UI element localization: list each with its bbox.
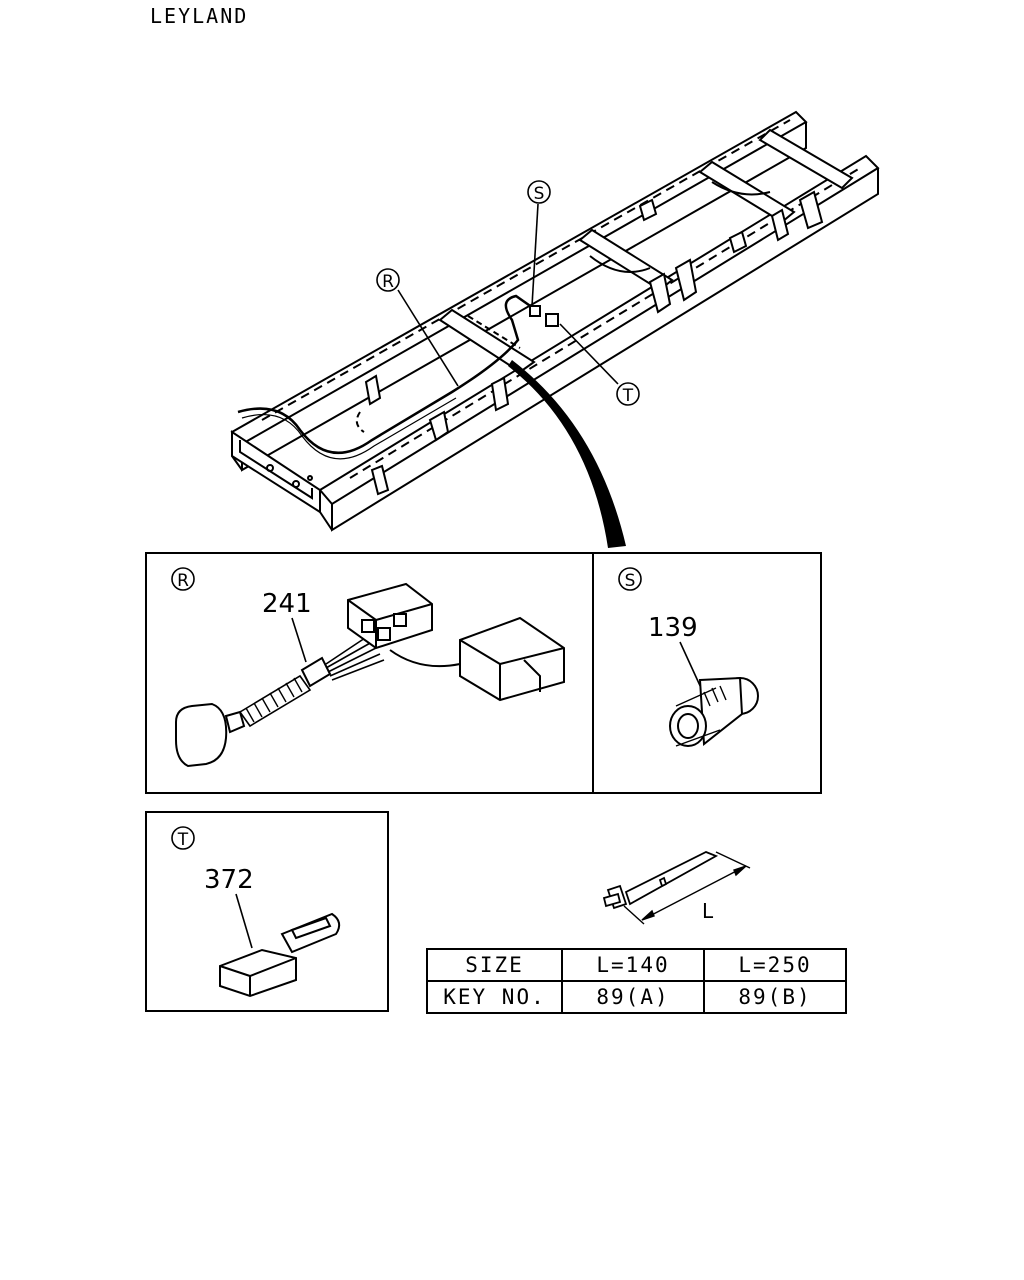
- brand-title: LEYLAND: [150, 4, 249, 28]
- part-number-241: 241: [262, 589, 312, 619]
- size-b-cell: L=250: [703, 948, 847, 982]
- wiring-harness-drawing: [175, 582, 565, 768]
- detail-pointer-arrow: [508, 360, 626, 548]
- callout-s: S: [527, 180, 551, 204]
- panel-t-label: T: [171, 826, 195, 850]
- svg-text:T: T: [622, 386, 634, 406]
- callout-t: T: [616, 382, 640, 406]
- key-no-b-cell: 89(B): [703, 980, 847, 1014]
- svg-text:R: R: [177, 571, 189, 591]
- size-a-cell: L=140: [561, 948, 705, 982]
- svg-text:T: T: [177, 830, 189, 850]
- size-header-cell: SIZE: [426, 948, 563, 982]
- terminal-part-drawing: [219, 912, 341, 998]
- dimension-line-l: [623, 851, 751, 925]
- svg-text:R: R: [382, 272, 394, 292]
- size-table-row: SIZE L=140 L=250: [426, 948, 847, 982]
- callout-leaders: [397, 203, 619, 387]
- fitting-drawing: [602, 851, 719, 910]
- key-no-table-row: KEY NO. 89(A) 89(B): [426, 980, 847, 1014]
- panel-r-label: R: [171, 567, 195, 591]
- size-table: SIZE L=140 L=250 KEY NO. 89(A) 89(B): [426, 948, 847, 1014]
- part-number-139: 139: [648, 613, 698, 643]
- svg-text:S: S: [534, 184, 545, 204]
- key-no-a-cell: 89(A): [561, 980, 705, 1014]
- chassis-frame: [230, 110, 880, 532]
- svg-text:S: S: [625, 571, 636, 591]
- part-number-372: 372: [204, 865, 254, 895]
- callout-r: R: [376, 268, 400, 292]
- grommet-part-drawing: [669, 676, 759, 747]
- dimension-label-l: L: [702, 899, 714, 923]
- panel-r-s-frame: [145, 552, 822, 794]
- panel-t-frame: [145, 811, 389, 1012]
- panel-s-label: S: [618, 567, 642, 591]
- key-no-header-cell: KEY NO.: [426, 980, 563, 1014]
